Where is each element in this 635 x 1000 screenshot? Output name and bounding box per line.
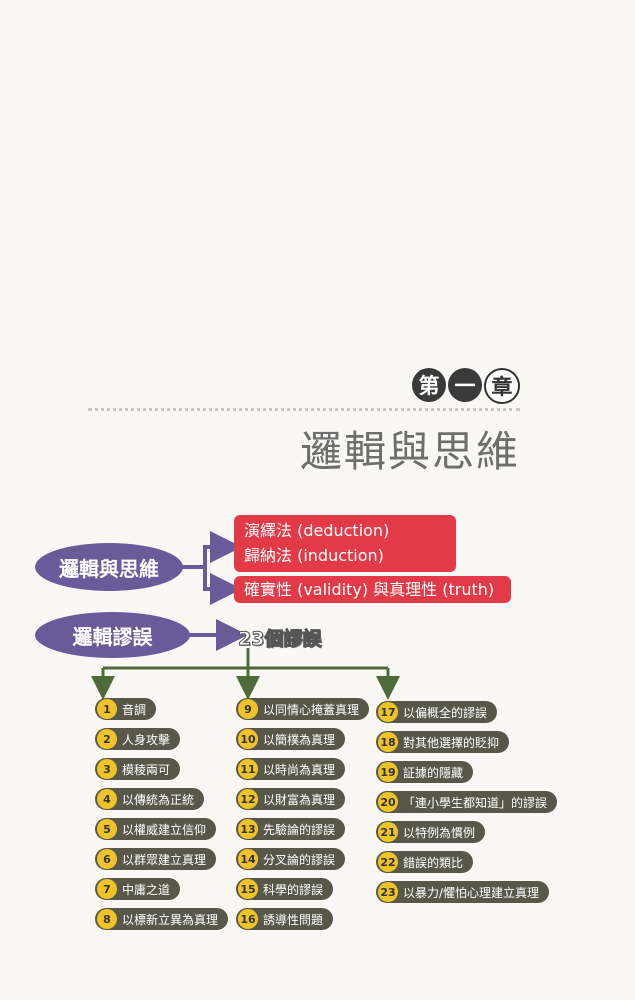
fallacy-label: 中庸之道 — [122, 882, 171, 897]
fallacy-label: 科學的謬誤 — [263, 882, 324, 897]
fallacy-item: 15 科學的謬誤 — [236, 878, 334, 900]
fallacy-item: 20 「連小學生都知道」的謬誤 — [376, 791, 558, 813]
validity-box: 確實性 (validity) 與真理性 (truth) — [234, 576, 511, 603]
fallacy-item: 18 對其他選擇的貶抑 — [376, 731, 510, 753]
chapter-char-1: 第 — [412, 368, 446, 402]
logic-oval: 邏輯與思維 — [35, 543, 183, 591]
fallacy-label: 以群眾建立真理 — [122, 852, 207, 867]
fallacy-item: 22 錯誤的類比 — [376, 851, 474, 873]
induction-label: 歸納法 (induction) — [244, 546, 384, 565]
fallacy-number: 21 — [378, 822, 398, 842]
fallacy-number: 14 — [238, 849, 258, 869]
page-title: 邏輯與思維 — [300, 427, 521, 476]
fallacy-label: 分叉論的謬誤 — [263, 852, 336, 867]
fallacy-label: 以偏概全的謬誤 — [403, 705, 488, 720]
fallacy-number: 5 — [97, 819, 117, 839]
fallacy-number: 3 — [97, 759, 117, 779]
fallacy-label: 人身攻擊 — [122, 732, 171, 747]
fallacy-label: 「連小學生都知道」的謬誤 — [403, 795, 548, 810]
fallacy-label: 音調 — [122, 702, 147, 717]
fallacy-label: 以同情心掩蓋真理 — [263, 702, 360, 717]
fallacy-item: 14 分叉論的謬誤 — [236, 848, 346, 870]
fallacy-item: 5 以權威建立信仰 — [95, 818, 217, 840]
fallacy-number: 20 — [378, 792, 398, 812]
fallacy-number: 1 — [97, 699, 117, 719]
chapter-char-3: 章 — [484, 368, 520, 404]
fallacy-label: 以權威建立信仰 — [122, 822, 207, 837]
fallacy-label: 以簡樸為真理 — [263, 732, 336, 747]
fallacy-item: 21 以特例為慣例 — [376, 821, 486, 843]
fallacy-number: 7 — [97, 879, 117, 899]
fallacy-item: 8 以標新立異為真理 — [95, 908, 229, 930]
fallacy-number: 11 — [238, 759, 258, 779]
fallacy-label: 誘導性問題 — [263, 912, 324, 927]
fallacy-number: 18 — [378, 732, 398, 752]
chapter-char-2: 一 — [448, 368, 482, 402]
fallacy-number: 16 — [238, 909, 258, 929]
fallacy-oval: 邏輯謬誤 — [35, 612, 190, 658]
fallacy-number: 9 — [238, 699, 258, 719]
fallacy-item: 17 以偏概全的謬誤 — [376, 701, 498, 723]
fallacy-number: 15 — [238, 879, 258, 899]
fallacy-number: 23 — [378, 882, 398, 902]
divider — [88, 408, 520, 411]
fallacy-item: 13 先驗論的謬誤 — [236, 818, 346, 840]
fallacy-label: 以財富為真理 — [263, 792, 336, 807]
fallacy-number: 8 — [97, 909, 117, 929]
fallacy-item: 7 中庸之道 — [95, 878, 181, 900]
fallacy-label: 以時尚為真理 — [263, 762, 336, 777]
fallacy-number: 17 — [378, 702, 398, 722]
fallacy-label: 先驗論的謬誤 — [263, 822, 336, 837]
fallacy-item: 10 以簡樸為真理 — [236, 728, 346, 750]
deduction-label: 演繹法 (deduction) — [244, 521, 390, 540]
fallacy-number: 12 — [238, 789, 258, 809]
fallacy-number: 22 — [378, 852, 398, 872]
fallacy-item: 16 誘導性問題 — [236, 908, 334, 930]
fallacy-number: 10 — [238, 729, 258, 749]
fallacy-item: 11 以時尚為真理 — [236, 758, 346, 780]
fallacy-item: 9 以同情心掩蓋真理 — [236, 698, 370, 720]
fallacy-label: 錯誤的類比 — [403, 855, 464, 870]
fallacy-item: 4 以傳統為正統 — [95, 788, 205, 810]
fallacy-count-label: 23個謬誤 — [237, 628, 322, 651]
fallacy-number: 4 — [97, 789, 117, 809]
fallacy-label: 以特例為慣例 — [403, 825, 476, 840]
fallacy-item: 12 以財富為真理 — [236, 788, 346, 810]
method-box: 演繹法 (deduction) 歸納法 (induction) — [234, 515, 456, 572]
fallacy-item: 3 模稜兩可 — [95, 758, 181, 780]
fallacy-item: 2 人身攻擊 — [95, 728, 181, 750]
fallacy-item: 23 以暴力/懼怕心理建立真理 — [376, 881, 550, 903]
fallacy-item: 6 以群眾建立真理 — [95, 848, 217, 870]
fallacy-label: 証據的隱藏 — [403, 765, 464, 780]
fallacy-label: 模稜兩可 — [122, 762, 171, 777]
fallacy-label: 以傳統為正統 — [122, 792, 195, 807]
fallacy-label: 以暴力/懼怕心理建立真理 — [403, 885, 540, 900]
fallacy-label: 對其他選擇的貶抑 — [403, 735, 500, 750]
fallacy-number: 2 — [97, 729, 117, 749]
fallacy-number: 13 — [238, 819, 258, 839]
fallacy-number: 6 — [97, 849, 117, 869]
fallacy-item: 1 音調 — [95, 698, 157, 720]
fallacy-label: 以標新立異為真理 — [122, 912, 219, 927]
fallacy-item: 19 証據的隱藏 — [376, 761, 474, 783]
fallacy-number: 19 — [378, 762, 398, 782]
